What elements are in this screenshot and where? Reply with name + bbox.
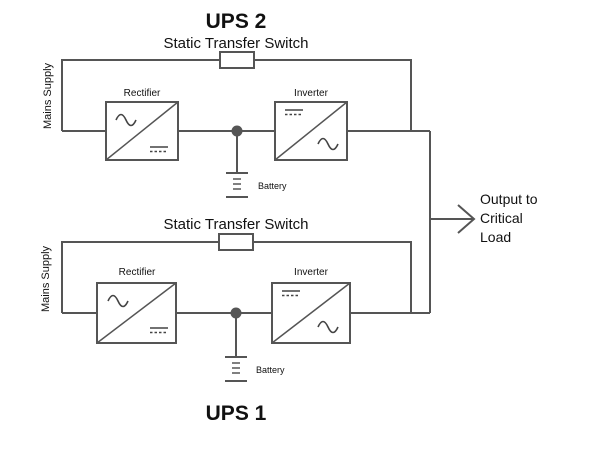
- ups2-static-switch: [219, 51, 255, 69]
- output-label-line1: Output to: [480, 191, 538, 207]
- ups2-mains-label: Mains Supply: [42, 62, 54, 129]
- ups1-inverter: [271, 282, 351, 344]
- ups2-inverter: [274, 101, 348, 161]
- ups2-battery-label: Battery: [258, 181, 287, 191]
- ups2-rectifier: [105, 101, 179, 161]
- output-label-line2: Critical: [480, 210, 523, 226]
- ups1-static-switch: [218, 233, 254, 251]
- output-arrow: [457, 204, 476, 234]
- ups2-inverter-label: Inverter: [294, 88, 329, 99]
- ups1-bypass-line: [61, 241, 412, 313]
- output-label-line3: Load: [480, 229, 511, 245]
- ups1-circuit: [61, 233, 430, 382]
- ups1-mains-label: Mains Supply: [40, 245, 52, 312]
- ups2-title: UPS 2: [206, 10, 267, 33]
- ups2-battery: [226, 172, 248, 198]
- ups1-title: UPS 1: [206, 402, 267, 425]
- ups1-inverter-label: Inverter: [294, 267, 329, 278]
- ups2-circuit: [61, 51, 430, 198]
- ups1-switch-label: Static Transfer Switch: [163, 216, 308, 233]
- ups1-rectifier-label: Rectifier: [119, 267, 156, 278]
- ups2-switch-label: Static Transfer Switch: [163, 35, 308, 52]
- output-bus: [429, 131, 476, 313]
- ups2-bypass-line: [61, 59, 412, 131]
- ups1-battery: [225, 356, 247, 382]
- ups2-rectifier-label: Rectifier: [124, 88, 161, 99]
- ups1-battery-label: Battery: [256, 365, 285, 375]
- ups1-rectifier: [96, 282, 177, 344]
